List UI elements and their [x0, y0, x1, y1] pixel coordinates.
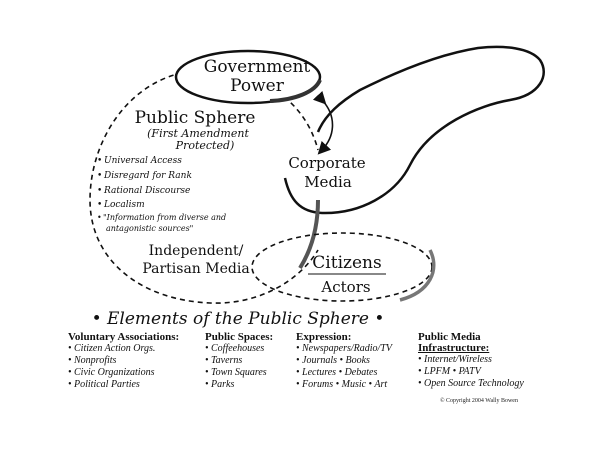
independent-media-line2: Partisan Media [142, 261, 249, 277]
list-item: • Open Source Technology [418, 378, 524, 389]
list-item: • Political Parties [68, 379, 140, 390]
quote-line2: antagonistic sources" [106, 224, 193, 233]
elements-title: • Elements of the Public Sphere • [92, 309, 385, 329]
list-item: • Journals • Books [296, 355, 370, 366]
list-item: • Lectures • Debates [296, 367, 378, 378]
citizens-ellipse-shadow [399, 249, 436, 302]
column-list: • Newspapers/Radio/TV • Journals • Books… [296, 343, 392, 391]
public-sphere-title: Public Sphere [135, 108, 256, 128]
bullet-item: Rational Discourse [103, 186, 190, 196]
bullet-dot: • [97, 213, 102, 222]
corporate-media-shape [283, 45, 545, 215]
list-item: • Forums • Music • Art [296, 379, 388, 390]
copyright-notice: © Copyright 2004 Wally Bowen [440, 398, 518, 404]
column-heading: Public Spaces: [205, 331, 274, 343]
column-public-spaces: Public Spaces: • Coffeehouses • Taverns … [205, 332, 273, 391]
government-label-line2: Power [230, 76, 285, 96]
public-sphere-circle [89, 69, 319, 304]
public-sphere-circle-bold-arc [298, 199, 320, 270]
independent-media-line1: Independent/ [149, 243, 244, 259]
list-item: • Civic Organizations [68, 367, 155, 378]
list-item: • Internet/Wireless [418, 354, 492, 365]
column-heading-2: Infrastructure: [418, 342, 490, 354]
power-media-arrow [312, 90, 334, 155]
list-item: • Taverns [205, 355, 243, 366]
government-label-line1: Government [204, 57, 311, 77]
column-voluntary-associations: Voluntary Associations: • Citizen Action… [68, 332, 179, 391]
column-heading: Public Media [418, 331, 481, 343]
government-power-ellipse [174, 49, 322, 105]
citizens-ellipse [251, 232, 433, 302]
list-item: • Citizen Action Orgs. [68, 343, 156, 354]
list-item: • Newspapers/Radio/TV [296, 343, 393, 354]
bullet-dot: • [97, 156, 102, 166]
bullet-dot: • [97, 186, 102, 196]
citizens-label: Citizens [312, 253, 381, 273]
public-sphere-bullets: • Universal Access • Disregard for Rank … [97, 156, 226, 233]
government-power-shadow [269, 79, 322, 103]
actors-label: Actors [320, 278, 370, 296]
list-item: • Parks [205, 379, 235, 390]
column-public-media-infrastructure: Public Media Infrastructure: • Internet/… [418, 332, 524, 390]
public-sphere-subtitle-1: (First Amendment [147, 127, 249, 140]
list-item: • LPFM • PATV [418, 366, 481, 377]
column-list: • Internet/Wireless • LPFM • PATV • Open… [418, 354, 524, 390]
bullet-dot: • [97, 171, 102, 181]
corporate-media-line1: Corporate [288, 154, 365, 172]
bullet-item: Universal Access [104, 156, 182, 166]
corporate-media-line2: Media [304, 173, 352, 191]
list-item: • Nonprofits [68, 355, 117, 366]
bullet-item: Disregard for Rank [103, 171, 192, 181]
column-expression: Expression: • Newspapers/Radio/TV • Jour… [296, 332, 392, 391]
column-heading: Voluntary Associations: [68, 331, 180, 343]
column-heading: Expression: [296, 331, 352, 343]
bullet-dot: • [97, 200, 102, 210]
column-list: • Coffeehouses • Taverns • Town Squares … [205, 343, 273, 391]
column-list: • Citizen Action Orgs. • Nonprofits • Ci… [68, 343, 179, 391]
list-item: • Town Squares [205, 367, 267, 378]
quote-line1: "Information from diverse and [103, 213, 226, 222]
public-sphere-subtitle-2: Protected) [175, 139, 235, 152]
bullet-item: Localism [103, 200, 145, 210]
list-item: • Coffeehouses [205, 343, 265, 354]
